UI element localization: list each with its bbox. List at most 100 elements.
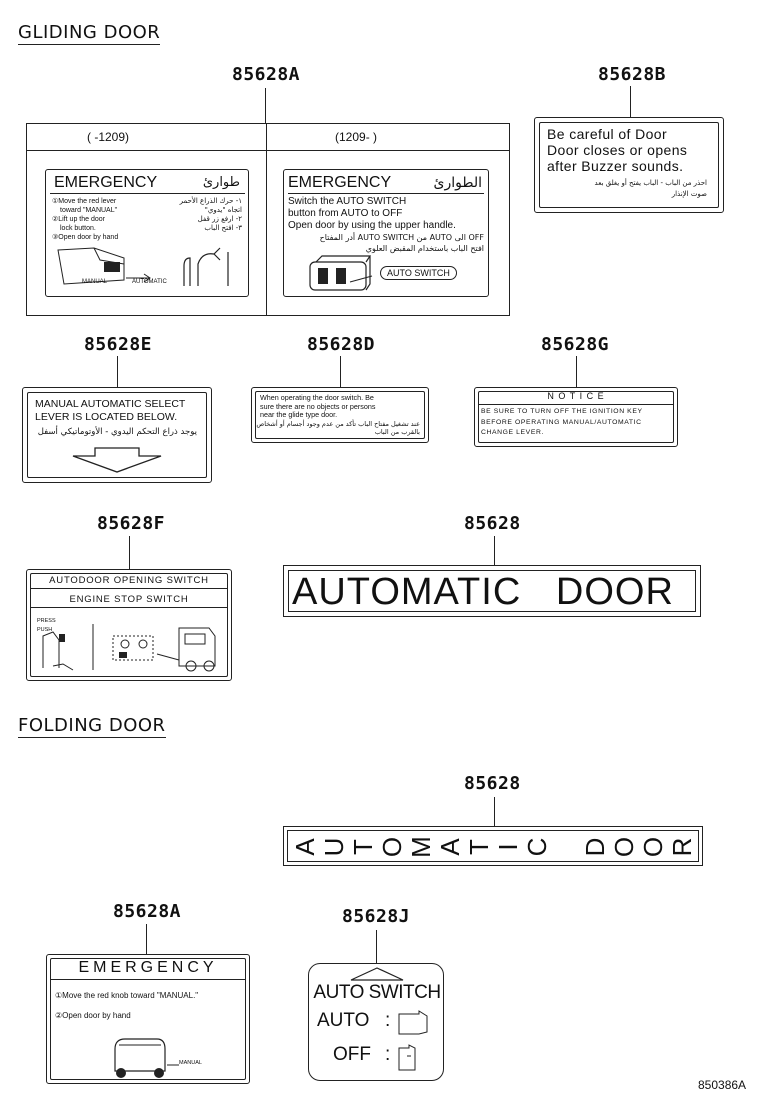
- tag-push: PUSH: [37, 627, 53, 633]
- auto-position-label: AUTO: [317, 1010, 370, 1031]
- part-number-85628E: 85628E: [84, 334, 153, 355]
- part-number-85628-folding: 85628: [464, 773, 521, 794]
- part-number-85628B: 85628B: [598, 64, 667, 85]
- section-title-folding: FOLDING DOOR: [18, 715, 166, 738]
- part-number-85628D: 85628D: [307, 334, 376, 355]
- rotated-letter: T: [463, 839, 494, 855]
- off-position-label: OFF: [333, 1044, 371, 1065]
- switch-panel-illustration: [309, 255, 373, 291]
- tag-press: PRESS: [37, 618, 56, 624]
- operating-caution-arabic: عند تشغيل مفتاح الباب تأكد من عدم وجود أ…: [256, 420, 420, 436]
- leader-line: [376, 930, 377, 964]
- separator: :: [385, 1010, 391, 1031]
- caution-text-arabic: احذر من الباب - الباب يفتح أو يغلق بعد ص…: [594, 179, 707, 198]
- part-number-85628F: 85628F: [97, 513, 166, 534]
- instructions-arabic: OFF الى AUTO من AUTO SWITCH أدر المفتاح …: [319, 233, 484, 253]
- leader-line: [265, 88, 266, 124]
- emergency-label-right: EMERGENCY الطوارئ Switch the AUTO SWITCH…: [283, 169, 489, 297]
- lever-location-arabic: يوجد ذراع التحكم اليدوي - الأوتوماتيكي أ…: [37, 427, 197, 437]
- version-header-right: (1209- ): [335, 130, 378, 144]
- caution-text: Be careful of Door Door closes or opens …: [547, 126, 688, 174]
- label-85628D: When operating the door switch. Be sure …: [251, 387, 429, 443]
- label-85628J: AUTO SWITCH AUTO : OFF :: [308, 963, 444, 1081]
- label-85628E: MANUAL AUTOMATIC SELECT LEVER IS LOCATED…: [22, 387, 212, 483]
- up-arrow-icon: [350, 967, 404, 981]
- leader-line: [576, 356, 577, 388]
- switch-off-icon: [398, 1044, 416, 1071]
- notice-title: N O T I C E: [547, 391, 605, 401]
- label-85628A-folding: EMERGENCY ①Move the red knob toward "MAN…: [46, 954, 250, 1084]
- divider: [50, 193, 245, 194]
- lever-location-text: MANUAL AUTOMATIC SELECT LEVER IS LOCATED…: [35, 398, 186, 423]
- notice-text: BE SURE TO TURN OFF THE IGNITION KEY BEF…: [481, 408, 643, 436]
- drawing-code: 850386A: [698, 1078, 747, 1092]
- switch-location-illustration: [42, 624, 216, 672]
- part-number-85628J: 85628J: [342, 906, 411, 927]
- rotated-letter: I: [492, 843, 523, 851]
- divider: [30, 607, 228, 608]
- table-divider: [266, 124, 267, 315]
- label-85628-automatic-door: AUTOMATIC DOOR: [283, 565, 701, 617]
- label-85628B: Be careful of Door Door closes or opens …: [534, 117, 724, 213]
- rotated-letter: A: [434, 838, 465, 856]
- leader-line: [340, 356, 341, 388]
- emergency-title: EMERGENCY: [78, 959, 218, 976]
- leader-line: [630, 86, 631, 118]
- automatic-door-text: AUTOMATIC DOOR: [292, 571, 674, 613]
- section-title-gliding: GLIDING DOOR: [18, 22, 161, 45]
- tag-automatic: AUTOMATIC: [132, 279, 167, 285]
- leader-line: [117, 356, 118, 388]
- rotated-letter: D: [579, 837, 610, 857]
- version-header-left: ( -1209): [87, 130, 130, 144]
- label-85628G: N O T I C E BE SURE TO TURN OFF THE IGNI…: [474, 387, 678, 447]
- leader-line: [494, 536, 495, 566]
- engine-stop-switch-title: ENGINE STOP SWITCH: [69, 594, 189, 605]
- switch-auto-icon: [398, 1010, 428, 1035]
- tag-manual: MANUAL: [82, 279, 108, 285]
- separator: :: [385, 1044, 391, 1065]
- table-divider: [27, 150, 509, 151]
- rotated-letter: U: [318, 837, 349, 857]
- label-85628F: AUTODOOR OPENING SWITCH ENGINE STOP SWIT…: [26, 569, 232, 681]
- operating-caution-text: When operating the door switch. Be sure …: [260, 393, 376, 419]
- part-number-85628A-folding: 85628A: [113, 901, 182, 922]
- down-arrow-icon: [72, 447, 162, 473]
- autodoor-switch-title: AUTODOOR OPENING SWITCH: [49, 575, 209, 586]
- leader-line: [129, 536, 130, 570]
- divider: [288, 193, 484, 194]
- auto-switch-callout: AUTO SWITCH: [380, 266, 457, 280]
- leader-line: [494, 797, 495, 827]
- emergency-title: EMERGENCY: [288, 174, 392, 191]
- rotated-letter: O: [376, 836, 407, 858]
- door-lever-illustration: [57, 247, 151, 285]
- instruction-line-1: ①Move the red knob toward "MANUAL.": [55, 991, 199, 1000]
- part-number-85628: 85628: [464, 513, 521, 534]
- emergency-title-arabic: الطوارئ: [433, 175, 482, 191]
- part-number-85628A: 85628A: [232, 64, 301, 85]
- rotated-letter: R: [666, 837, 697, 857]
- rotated-letter: C: [521, 837, 552, 857]
- rotated-letter: O: [637, 836, 668, 858]
- auto-switch-title: AUTO SWITCH: [313, 982, 441, 1003]
- rotated-letter: A: [289, 838, 320, 856]
- emergency-title: EMERGENCY: [54, 174, 158, 191]
- emergency-title-arabic: طوارئ: [202, 175, 240, 190]
- rotated-letter: M: [405, 836, 436, 858]
- leader-line: [146, 924, 147, 955]
- label-85628A-table: ( -1209) (1209- ) EMERGENCY طوارئ ①Move …: [26, 123, 510, 316]
- part-number-85628G: 85628G: [541, 334, 610, 355]
- instruction-line-2: ②Open door by hand: [55, 1011, 131, 1020]
- rotated-letter: T: [347, 839, 378, 855]
- door-handle-illustration: [183, 247, 229, 286]
- divider: [50, 979, 246, 980]
- door-knob-illustration: [114, 1038, 179, 1078]
- divider: [478, 404, 674, 405]
- instructions-english: Switch the AUTO SWITCH button from AUTO …: [288, 196, 456, 231]
- divider: [30, 588, 228, 589]
- rotated-letter: O: [608, 836, 639, 858]
